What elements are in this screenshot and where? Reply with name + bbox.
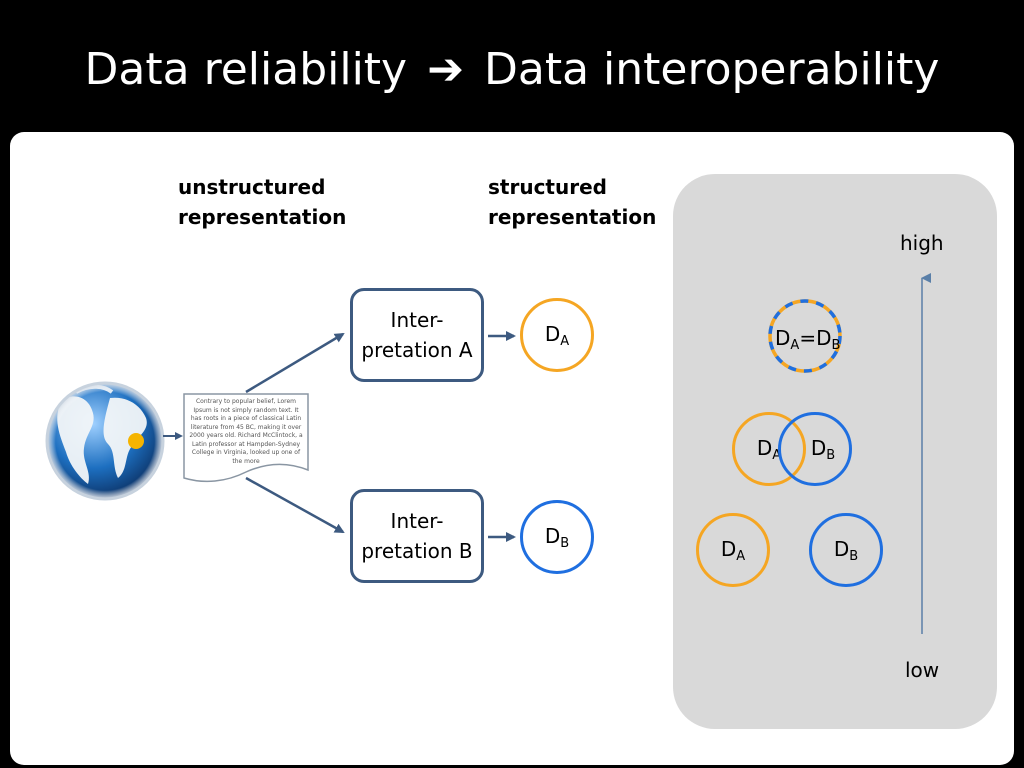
disjoint-da-circle: DA bbox=[696, 513, 770, 587]
scale-low-label: low bbox=[905, 658, 940, 682]
scale-high-label: high bbox=[900, 231, 944, 255]
identical-label: DA=DB bbox=[775, 326, 841, 353]
interpretation-a-box: Inter- pretation A bbox=[350, 288, 484, 382]
document-icon bbox=[183, 393, 309, 483]
globe-icon bbox=[45, 381, 165, 501]
result-db-circle: DB bbox=[520, 500, 594, 574]
interpretation-b-box: Inter- pretation B bbox=[350, 489, 484, 583]
result-da-circle: DA bbox=[520, 298, 594, 372]
identical-circles bbox=[768, 299, 842, 373]
overlap-db-circle: DB bbox=[778, 412, 852, 486]
slide-title: Data reliability ➔ Data interoperability bbox=[0, 40, 1024, 100]
disjoint-db-circle: DB bbox=[809, 513, 883, 587]
location-marker-icon bbox=[128, 433, 144, 449]
title-right: Data interoperability bbox=[483, 44, 940, 95]
document-text: Contrary to popular belief, Lorem Ipsum … bbox=[189, 398, 303, 465]
structured-heading: structured representation bbox=[488, 175, 657, 229]
title-left: Data reliability bbox=[84, 44, 408, 95]
interpretation-b-label: Inter- pretation B bbox=[361, 509, 473, 563]
unstructured-heading: unstructured representation bbox=[178, 175, 347, 229]
title-arrow-icon: ➔ bbox=[427, 44, 464, 95]
interpretation-a-label: Inter- pretation A bbox=[361, 308, 473, 362]
